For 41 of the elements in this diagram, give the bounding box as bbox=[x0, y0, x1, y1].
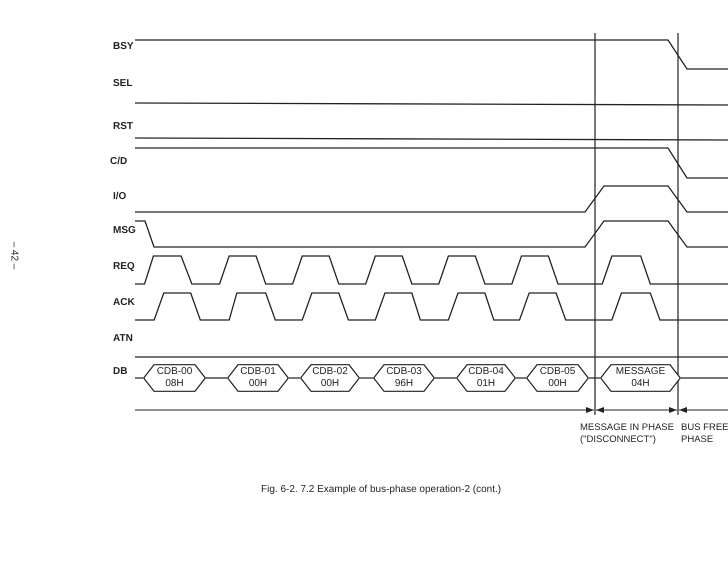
bus-value-text: CDB-01 bbox=[240, 366, 276, 378]
bus-value-hexagon bbox=[526, 364, 589, 392]
bus-value-text: 00H bbox=[248, 378, 268, 390]
bus-value-text: 01H bbox=[476, 378, 496, 390]
bus-value-text: CDB-03 bbox=[386, 366, 422, 378]
signal-name: DB bbox=[113, 366, 128, 377]
bus-value-hexagon bbox=[227, 364, 289, 392]
bus-value-text: CDB-00 bbox=[156, 366, 192, 378]
signal-name: RST bbox=[113, 121, 133, 132]
bus-line bbox=[360, 377, 373, 379]
signal-name: MSG bbox=[113, 225, 136, 236]
bus-value-hexagon bbox=[143, 364, 206, 392]
bus-value-hexagon bbox=[373, 364, 435, 392]
bus-value-hexagon bbox=[456, 364, 516, 392]
signal-name: ATN bbox=[113, 333, 133, 344]
signal-name: ACK bbox=[113, 297, 135, 308]
bus-line bbox=[289, 377, 300, 379]
bus-value-text: MESSAGE bbox=[616, 366, 666, 378]
signal-name: REQ bbox=[113, 261, 135, 272]
signal-name: SEL bbox=[113, 78, 132, 89]
figure-caption: Fig. 6-2. 7.2 Example of bus-phase operation-2 (cont.) bbox=[261, 484, 502, 495]
bus-value-text: CDB-02 bbox=[312, 366, 348, 378]
signal-name: BSY bbox=[113, 41, 134, 52]
bus-line bbox=[589, 377, 600, 379]
bus-value-text: CDB-04 bbox=[468, 366, 504, 378]
bus-value-text: 08H bbox=[165, 378, 184, 390]
signal-name: C/D bbox=[110, 156, 128, 167]
bus-value-text: 04H bbox=[631, 378, 650, 390]
bus-line bbox=[435, 377, 456, 379]
phase-label: BUS FREE PHASE bbox=[681, 422, 728, 446]
signal-name: I/O bbox=[113, 191, 126, 202]
bus-value-text: 00H bbox=[320, 378, 340, 390]
bus-value-text: 96H bbox=[394, 378, 414, 390]
bus-value-hexagon bbox=[300, 364, 360, 392]
bus-value-text: CDB-05 bbox=[540, 366, 576, 378]
page-number: – 42 – bbox=[8, 242, 20, 270]
bus-value-text: 00H bbox=[548, 378, 567, 390]
bus-line bbox=[206, 377, 227, 379]
bus-value-hexagon bbox=[600, 364, 681, 392]
bus-line bbox=[516, 377, 526, 379]
phase-label: MESSAGE IN PHASE ("DISCONNECT") bbox=[580, 422, 675, 446]
